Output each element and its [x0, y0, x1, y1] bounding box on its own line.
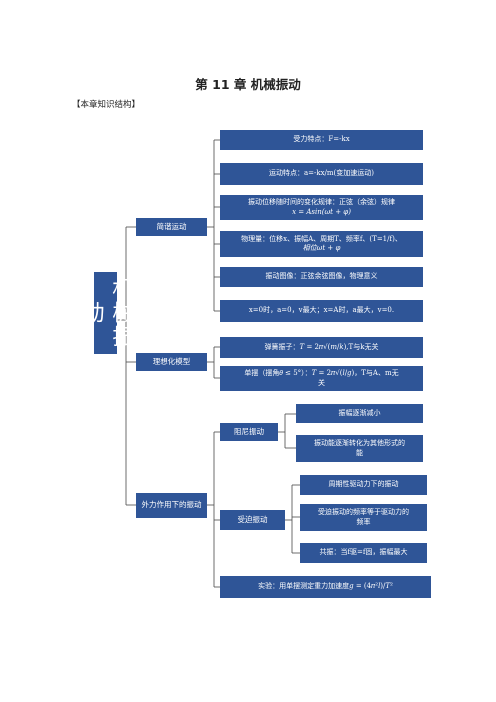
item-amplitude-decrease: 振幅逐渐减小: [296, 404, 423, 423]
energy-convert-line2: 能: [356, 448, 363, 457]
root-node: 机械振动: [79, 272, 133, 354]
item-motion-feature: 运动特点：a=-kx/m(变加速运动): [220, 163, 423, 185]
item-spring-oscillator: 弹簧振子：𝑇 = 2𝜋√(𝑚/𝑘),T与k无关: [220, 337, 423, 358]
page-title: 第 11 章 机械振动: [195, 77, 301, 92]
item-physical-quantities: 物理量：位移x、振幅A、周期T、频率f、(T=1/f)、 相位𝜔𝑡 + 𝜑: [220, 231, 423, 257]
node-damped-vibration: 阻尼振动: [220, 423, 278, 441]
item-forced-frequency: 受迫振动的频率等于驱动力的 频率: [300, 504, 427, 531]
item-energy-convert: 振动能逐渐转化为其他形式的 能: [296, 435, 423, 462]
pendulum-text-line2: 关: [318, 378, 325, 387]
phase-text: 相位𝜔𝑡 + 𝜑: [302, 244, 341, 252]
item-displacement-law: 振动位移随时间的变化规律：正弦（余弦）规律 𝑥 = 𝐴sin(𝜔𝑡 + 𝜑): [220, 195, 423, 220]
node-external-force: 外力作用下的振动: [136, 493, 207, 518]
node-simple-harmonic: 简谐运动: [136, 218, 207, 236]
item-periodic-drive: 周期性驱动力下的振动: [300, 475, 427, 495]
energy-convert-line1: 振动能逐渐转化为其他形式的: [314, 439, 405, 448]
node-ideal-model: 理想化模型: [136, 353, 207, 371]
item-resonance: 共振：当f驱=f固，振幅最大: [300, 543, 427, 563]
item-experiment: 实验：用单摆测定重力加速度𝑔 = (4𝜋²𝑙)/𝑇²: [220, 576, 431, 598]
displacement-formula: 𝑥 = 𝐴sin(𝜔𝑡 + 𝜑): [292, 207, 351, 216]
node-forced-vibration: 受迫振动: [220, 510, 285, 530]
forced-frequency-line2: 频率: [356, 517, 371, 526]
displacement-law-text: 振动位移随时间的变化规律：正弦（余弦）规律: [248, 198, 395, 207]
quantities-text: 物理量：位移x、振幅A、周期T、频率f、(T=1/f)、: [241, 234, 402, 243]
item-vibration-graph: 振动图像：正弦余弦图像，物理意义: [220, 267, 423, 287]
section-label: 【本章知识结构】: [72, 100, 141, 110]
pendulum-text-line1: 单摆（摆角𝜃 ≤ 5°）：𝑇 = 2𝜋√(𝑙/𝑔)，T与A、m无: [244, 369, 399, 378]
item-simple-pendulum: 单摆（摆角𝜃 ≤ 5°）：𝑇 = 2𝜋√(𝑙/𝑔)，T与A、m无 关: [220, 366, 423, 391]
item-force-feature: 受力特点：F=-kx: [220, 130, 423, 150]
forced-frequency-line1: 受迫振动的频率等于驱动力的: [318, 508, 409, 517]
item-extreme-values: x=0时，a=0，v最大；x=A时，a最大，v=0.: [220, 300, 423, 322]
